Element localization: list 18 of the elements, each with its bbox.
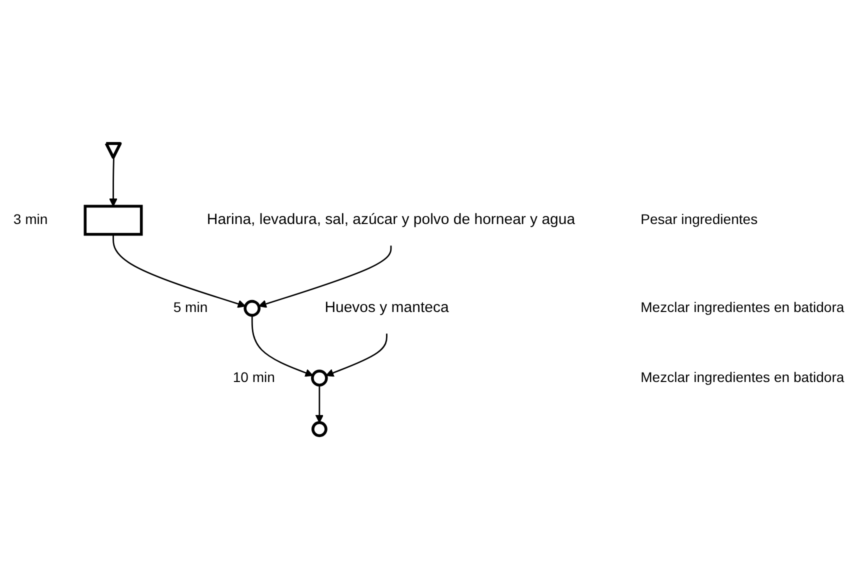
duration-label: 10 min [232, 368, 275, 385]
arrow [326, 334, 388, 377]
node-box [84, 204, 143, 236]
arrow [315, 385, 324, 423]
node-text: Huevos y manteca [324, 300, 449, 316]
step-description: Mezclar ingredientes en batidora [640, 368, 844, 385]
node-circle [311, 421, 328, 437]
step-description: Mezclar ingredientes en batidora [640, 298, 844, 315]
duration-label: 3 min [13, 210, 48, 227]
arrow [109, 158, 118, 207]
arrow [251, 315, 314, 377]
duration-label: 5 min [173, 298, 208, 315]
node-circle [244, 300, 261, 317]
arrow [258, 245, 392, 308]
node-circle [311, 370, 328, 386]
node-text: Harina, levadura, sal, azúcar y polvo de hornear y agua [206, 212, 576, 228]
step-description: Pesar ingredientes [640, 210, 758, 227]
arrow [112, 234, 246, 308]
